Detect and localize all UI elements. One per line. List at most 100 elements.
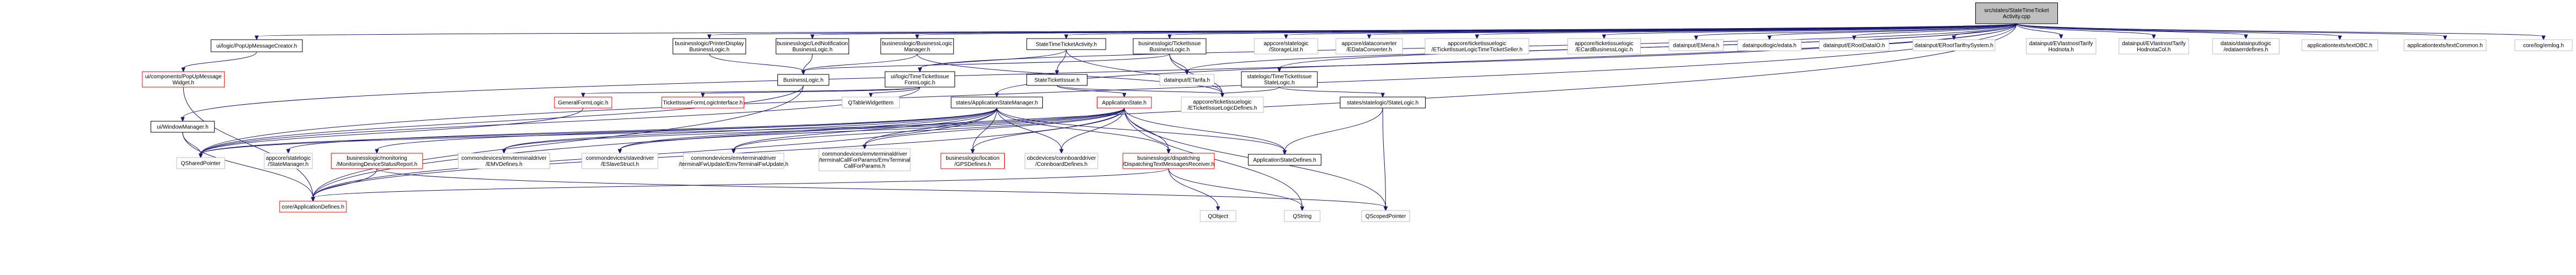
node-box[interactable] [1026, 74, 1088, 86]
node-box[interactable] [2119, 38, 2189, 55]
graph-node-emvdefines[interactable]: commondevices/emvterminaldriver/EMVDefin… [458, 153, 550, 169]
graph-node-appstate[interactable]: ApplicationState.h [1097, 96, 1152, 109]
graph-node-ticketformif[interactable]: TicketIssueFormLogicInterface.h [661, 96, 744, 109]
graph-node-emvfwupdate[interactable]: commondevices/emvterminaldriver/terminal… [679, 153, 788, 169]
node-box[interactable] [841, 96, 900, 109]
graph-node-emlog[interactable]: core/log/emlog.h [2514, 39, 2573, 51]
graph-node-gpsdefines[interactable]: businesslogic/location/GPSDefines.h [940, 153, 1005, 169]
graph-node-printerbl[interactable]: businesslogic/PrinterDisplayBusinessLogi… [673, 38, 746, 55]
graph-node-ettseller[interactable]: appcore/ticketissuelogic/ETicketIssueLog… [1425, 38, 1529, 55]
graph-node-connboard[interactable]: obcdevices/connboarddriver/ConnboardDefi… [1025, 153, 1098, 169]
graph-node-storagelist[interactable]: appcore/statelogic/StorageList.h [1254, 38, 1319, 55]
node-box[interactable] [2403, 39, 2487, 51]
node-box[interactable] [1340, 96, 1426, 109]
node-box[interactable] [264, 153, 313, 169]
graph-node-qscopedpointer[interactable]: QScopedPointer [1361, 210, 1410, 222]
graph-node-stateticketissue[interactable]: StateTicketIssue.h [1026, 74, 1088, 86]
graph-node-edataerr[interactable]: dataio/datainputlogic/edataerrdefines.h [2212, 38, 2280, 55]
graph-node-emena[interactable]: datainput/EMena.h [1668, 39, 1724, 51]
node-box[interactable] [210, 39, 303, 52]
node-box[interactable] [2301, 39, 2378, 51]
node-box[interactable] [880, 38, 954, 55]
node-box[interactable] [582, 153, 658, 169]
graph-node-windowmanager[interactable]: ui/WindowManager.h [150, 121, 215, 133]
node-box[interactable] [1097, 96, 1152, 109]
node-box[interactable] [176, 157, 225, 169]
node-box[interactable] [884, 71, 956, 88]
graph-node-ledbl[interactable]: businesslogic/LedNotificationBusinessLog… [775, 38, 850, 55]
graph-node-statelogic[interactable]: states/statelogic/StateLogic.h [1340, 96, 1426, 109]
graph-node-textobc[interactable]: applicationtexts/textOBC.h [2301, 39, 2378, 51]
graph-node-appdefines[interactable]: core/ApplicationDefines.h [279, 201, 347, 213]
node-box[interactable] [1425, 38, 1529, 55]
node-box[interactable] [1025, 153, 1098, 169]
node-box[interactable] [2025, 38, 2097, 55]
node-box[interactable] [1567, 38, 1641, 55]
node-box[interactable] [818, 148, 911, 171]
node-box[interactable] [2514, 39, 2573, 51]
node-box[interactable] [1026, 38, 1106, 50]
node-box[interactable] [1912, 39, 1996, 51]
graph-node-etarifa[interactable]: datainput/ETarifa.h [1159, 74, 1215, 86]
node-box[interactable] [777, 74, 829, 86]
graph-node-appstatedefines[interactable]: ApplicationStateDefines.h [1247, 154, 1322, 166]
node-box[interactable] [150, 121, 215, 133]
graph-node-edataconv[interactable]: appcore/dataconverter/EDataConverter.h [1335, 38, 1403, 55]
node-box[interactable] [1133, 38, 1207, 55]
node-box[interactable] [2212, 38, 2280, 55]
graph-node-eroottarifny[interactable]: datainput/ERootTarifnySystem.h [1912, 39, 1996, 51]
node-box[interactable] [1254, 38, 1319, 55]
node-box[interactable] [279, 201, 347, 213]
node-box[interactable] [554, 96, 612, 109]
node-box[interactable] [673, 38, 746, 55]
node-box[interactable] [1284, 210, 1321, 222]
node-box[interactable] [1335, 38, 1403, 55]
node-box[interactable] [661, 96, 744, 109]
graph-node-appstatemanager[interactable]: states/ApplicationStateManager.h [951, 96, 1043, 109]
graph-node-qsharedpointer[interactable]: QSharedPointer [176, 157, 225, 169]
graph-node-etilogicdefines[interactable]: appcore/ticketissuelogic/ETicketIssueLog… [1181, 96, 1264, 113]
node-box[interactable] [142, 71, 225, 88]
node-box[interactable] [775, 38, 850, 55]
graph-node-ecardbl[interactable]: appcore/ticketissuelogic/ECardBusinessLo… [1567, 38, 1641, 55]
graph-node-dispatching[interactable]: businesslogic/dispatching/DispatchingTex… [1122, 153, 1215, 169]
graph-node-qobject[interactable]: QObject [1199, 210, 1236, 222]
graph-node-monitoring[interactable]: businesslogic/monitoring/MonitoringDevic… [330, 153, 423, 169]
node-box[interactable] [458, 153, 550, 169]
graph-node-textcommon[interactable]: applicationtexts/textCommon.h [2403, 39, 2487, 51]
graph-node-eslavestruct[interactable]: commondevices/slavedriver/ESlaveStruct.h [582, 153, 658, 169]
graph-node-emvcallforparams[interactable]: commondevices/emvterminaldriver/terminal… [818, 148, 911, 171]
graph-node-edata[interactable]: datainputlogic/edata.h [1737, 39, 1802, 51]
node-box[interactable] [1181, 96, 1264, 113]
node-box[interactable] [940, 153, 1005, 169]
node-box[interactable] [1818, 39, 1890, 51]
node-box[interactable] [1247, 154, 1322, 166]
node-box[interactable] [1159, 74, 1215, 86]
node-box[interactable] [1668, 39, 1724, 51]
graph-node-generalform[interactable]: GeneralFormLogic.h [554, 96, 612, 109]
graph-node-erootdataio[interactable]: datainput/ERootDataIO.h [1818, 39, 1890, 51]
graph-node-qtablewidgetitem[interactable]: QTableWidgetItem [841, 96, 900, 109]
graph-node-businesslogic[interactable]: BusinessLogic.h [777, 74, 829, 86]
node-box[interactable] [1241, 71, 1318, 88]
graph-node-qstring[interactable]: QString [1284, 210, 1321, 222]
graph-node-root[interactable]: src/states/StateTimeTicketActivity.cpp [1975, 2, 2058, 24]
graph-node-popupcreator[interactable]: ui/logic/PopUpMessageCreator.h [210, 39, 303, 52]
graph-node-statemanager[interactable]: appcore/statelogic/StateManager.h [264, 153, 313, 169]
node-box[interactable] [682, 153, 785, 169]
node-box[interactable] [1122, 153, 1215, 169]
node-box[interactable] [1975, 2, 2058, 24]
node-box[interactable] [1737, 39, 1802, 51]
node-box[interactable] [1199, 210, 1236, 222]
node-box[interactable] [951, 96, 1043, 109]
graph-node-sttah[interactable]: StateTimeTicketActivity.h [1026, 38, 1106, 50]
node-box[interactable] [1361, 210, 1410, 222]
node-box[interactable] [330, 153, 423, 169]
